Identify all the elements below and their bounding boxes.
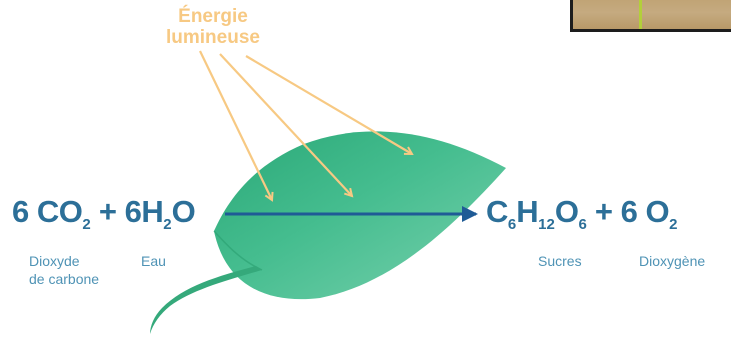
glucose-h-subscript: 12 — [538, 216, 555, 233]
co2-caption-line-2: de carbone — [29, 270, 99, 288]
light-energy-label: Énergie lumineuse — [148, 6, 278, 48]
h2o-caption: Eau — [141, 252, 166, 270]
o2-symbol: O — [646, 194, 670, 229]
photo-thumbnail — [570, 0, 731, 32]
o2-subscript: 2 — [669, 216, 677, 233]
co2-coefficient: 6 — [12, 194, 29, 229]
co2-symbol: CO — [37, 194, 83, 229]
plus-sign: + — [99, 194, 117, 229]
plant-stem — [639, 0, 642, 29]
leaf-illustration — [150, 131, 506, 334]
h2o-coefficient: 6 — [125, 194, 142, 229]
h2o-h: H — [141, 194, 163, 229]
o2-coefficient: 6 — [621, 194, 638, 229]
glucose-c: C — [486, 194, 508, 229]
h2o-subscript: 2 — [163, 216, 171, 233]
sugars-caption: Sucres — [538, 252, 582, 270]
co2-subscript: 2 — [82, 216, 90, 233]
reactants-formula: 6 CO2 + 6H2O — [12, 194, 195, 230]
co2-caption: Dioxyde de carbone — [29, 252, 99, 288]
h2o-o: O — [172, 194, 196, 229]
glucose-o-subscript: 6 — [578, 216, 586, 233]
plus-sign: + — [595, 194, 613, 229]
glucose-o: O — [555, 194, 579, 229]
o2-caption: Dioxygène — [639, 252, 705, 270]
glucose-c-subscript: 6 — [508, 216, 516, 233]
co2-caption-line-1: Dioxyde — [29, 252, 99, 270]
light-label-line-2: lumineuse — [148, 27, 278, 48]
light-label-line-1: Énergie — [148, 6, 278, 27]
light-ray-arrow — [200, 51, 272, 200]
products-formula: C6H12O6 + 6 O2 — [486, 194, 677, 230]
glucose-h: H — [516, 194, 538, 229]
